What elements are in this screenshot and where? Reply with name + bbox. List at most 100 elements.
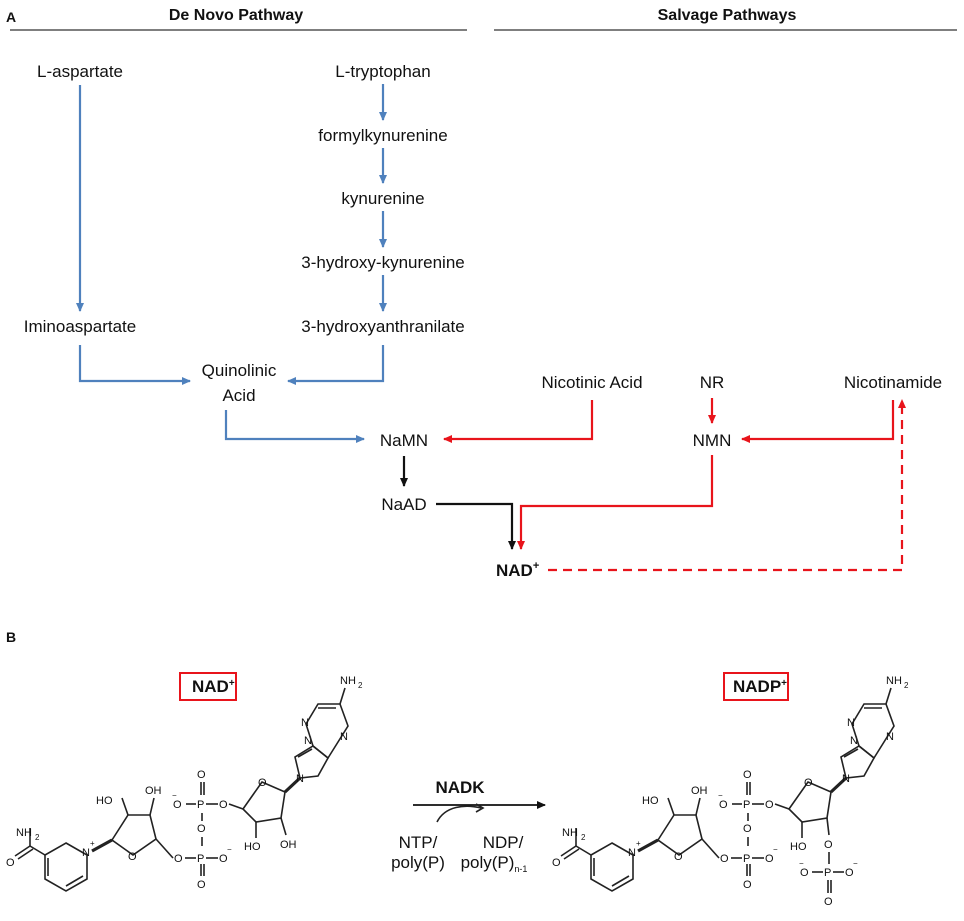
svg-text:O: O [743, 879, 752, 891]
svg-text:N: N [842, 773, 850, 785]
enzyme-nadk: NADK [435, 778, 485, 797]
svg-text:N: N [296, 773, 304, 785]
node-nicotinic-acid: Nicotinic Acid [541, 373, 642, 392]
svg-text:O: O [197, 769, 206, 781]
svg-text:+: + [636, 839, 641, 848]
svg-text:−: − [718, 791, 723, 800]
svg-text:N: N [340, 731, 348, 743]
svg-text:O: O [824, 839, 833, 851]
svg-text:P: P [824, 867, 831, 879]
svg-text:O: O [765, 853, 774, 865]
svg-text:O: O [6, 857, 15, 869]
salvage-title: Salvage Pathways [658, 7, 797, 24]
panel-a-label: A [6, 9, 16, 25]
substrate-polyp: poly(P) [391, 853, 445, 872]
svg-text:−: − [172, 791, 177, 800]
svg-text:O: O [743, 823, 752, 835]
product-ndp: NDP/ [483, 833, 524, 852]
arrow-quinolinic-to-namn [224, 410, 365, 443]
svg-text:NH: NH [340, 675, 356, 687]
cosubstrate-curve-head [475, 803, 485, 813]
node-kynurenine: kynurenine [341, 189, 424, 208]
svg-text:O: O [173, 799, 182, 811]
arrow-naad-to-nad [436, 502, 516, 550]
cosubstrate-curve [436, 805, 482, 823]
nadp-box [723, 672, 789, 701]
arrow-nicotinamide-to-nmn [741, 400, 895, 443]
svg-text:O: O [719, 799, 728, 811]
svg-text:−: − [853, 859, 858, 868]
svg-text:−: − [799, 859, 804, 868]
node-nicotinamide: Nicotinamide [844, 373, 942, 392]
svg-text:−: − [227, 845, 232, 854]
arrow-iminoaspartate-to-quinolinic [78, 345, 191, 385]
svg-text:N: N [301, 717, 309, 729]
svg-text:O: O [197, 879, 206, 891]
svg-text:O: O [674, 851, 683, 863]
svg-text:O: O [219, 799, 228, 811]
node-l-tryptophan: L-tryptophan [335, 62, 430, 81]
svg-text:O: O [765, 799, 774, 811]
svg-text:O: O [743, 769, 752, 781]
svg-text:OH: OH [280, 839, 297, 851]
svg-text:P: P [197, 799, 204, 811]
nad-box-label: NAD+ [192, 677, 235, 696]
arrow-nmn-to-nad [517, 455, 714, 550]
svg-text:N: N [628, 847, 636, 859]
svg-text:NH: NH [886, 675, 902, 687]
svg-text:O: O [174, 853, 183, 865]
svg-text:OH: OH [691, 785, 708, 797]
arrow-nad-recycle-to-nicotinamide [548, 399, 906, 572]
svg-text:O: O [552, 857, 561, 869]
substrate-ntp: NTP/ [399, 833, 438, 852]
svg-text:P: P [743, 853, 750, 865]
node-iminoaspartate: Iminoaspartate [24, 317, 136, 336]
node-quinolinic-acid-line1: Quinolinic [202, 361, 277, 380]
svg-text:OH: OH [145, 785, 162, 797]
svg-text:2: 2 [581, 833, 586, 842]
nadp-box-label: NADP+ [733, 677, 787, 696]
svg-text:−: − [773, 845, 778, 854]
svg-text:N: N [304, 735, 312, 747]
svg-text:O: O [258, 777, 267, 789]
svg-text:HO: HO [244, 841, 261, 853]
svg-text:O: O [720, 853, 729, 865]
node-3-hydroxy-kynurenine: 3-hydroxy-kynurenine [301, 253, 464, 272]
svg-text:O: O [128, 851, 137, 863]
node-naad: NaAD [381, 495, 426, 514]
svg-text:NH: NH [16, 827, 32, 839]
svg-text:HO: HO [642, 795, 659, 807]
svg-text:P: P [197, 853, 204, 865]
node-3-hydroxyanthranilate: 3-hydroxyanthranilate [301, 317, 464, 336]
svg-text:+: + [90, 839, 95, 848]
svg-text:O: O [824, 896, 833, 908]
svg-text:O: O [800, 867, 809, 879]
node-namn: NaMN [380, 431, 428, 450]
node-nr: NR [700, 373, 725, 392]
nad-box [179, 672, 237, 701]
arrow-anthranilate-to-quinolinic [287, 345, 385, 385]
node-quinolinic-acid-line2: Acid [222, 386, 255, 405]
svg-text:P: P [743, 799, 750, 811]
svg-text:O: O [197, 823, 206, 835]
svg-text:N: N [886, 731, 894, 743]
svg-text:O: O [804, 777, 813, 789]
node-l-aspartate: L-aspartate [37, 62, 123, 81]
svg-text:2: 2 [358, 681, 363, 690]
panel-b-label: B [6, 629, 16, 645]
de-novo-title: De Novo Pathway [169, 7, 303, 24]
svg-text:HO: HO [96, 795, 113, 807]
svg-text:2: 2 [904, 681, 909, 690]
svg-text:HO: HO [790, 841, 807, 853]
svg-text:2: 2 [35, 833, 40, 842]
node-nad: NAD+ [496, 560, 539, 580]
node-formylkynurenine: formylkynurenine [318, 126, 447, 145]
svg-text:N: N [850, 735, 858, 747]
svg-text:N: N [82, 847, 90, 859]
svg-text:O: O [219, 853, 228, 865]
svg-text:N: N [847, 717, 855, 729]
node-nmn: NMN [693, 431, 732, 450]
